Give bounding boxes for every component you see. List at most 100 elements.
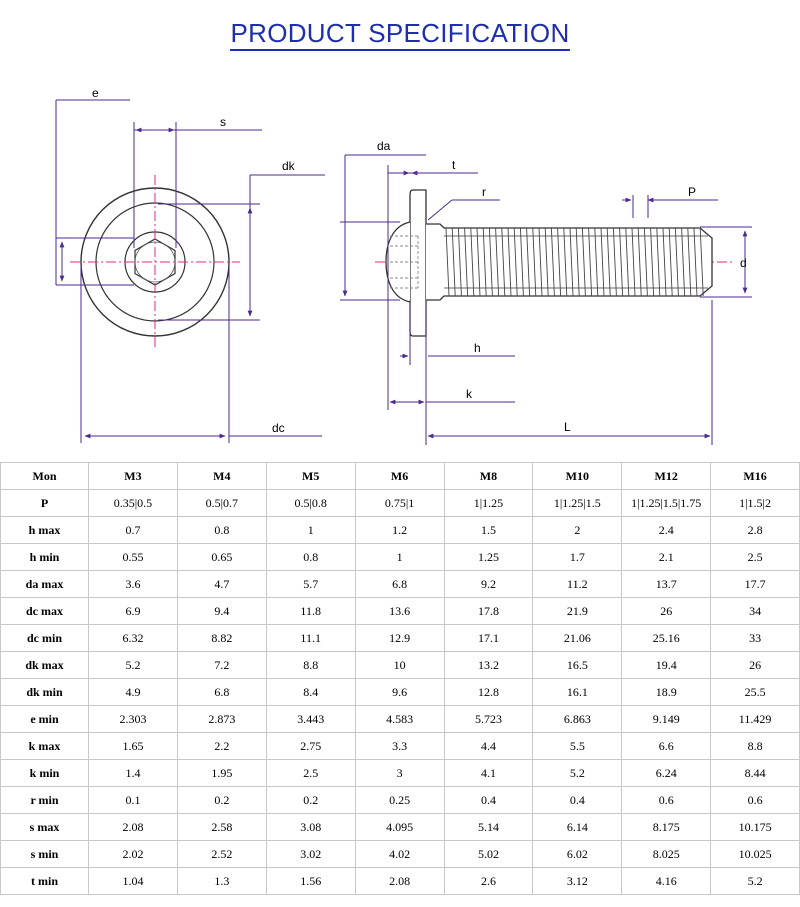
- thread-line: [619, 227, 624, 297]
- table-cell: 1.95: [176, 759, 267, 787]
- table-cell: 2.5: [710, 543, 800, 571]
- table-cell: 16.5: [532, 651, 623, 679]
- thread-line: [674, 227, 679, 297]
- label-h: h: [474, 341, 481, 355]
- table-cell: 1.3: [176, 867, 267, 895]
- table-cell: 13.7: [621, 570, 712, 598]
- thread-line: [600, 227, 605, 297]
- table-cell: 2.08: [354, 867, 445, 895]
- table-cell: 6.9: [88, 597, 178, 625]
- table-cell: 34: [710, 597, 800, 625]
- thread-line: [581, 227, 586, 297]
- thread-line: [588, 227, 593, 297]
- thread-line: [495, 227, 500, 297]
- table-cell: 1: [354, 543, 445, 571]
- thread-line: [513, 227, 518, 297]
- table-cell: 19.4: [621, 651, 712, 679]
- table-cell: 2.8: [710, 516, 800, 544]
- page-title-text: PRODUCT SPECIFICATION: [230, 18, 570, 51]
- table-cell: 4.16: [621, 867, 712, 895]
- table-cell: 0.7: [88, 516, 178, 544]
- table-cell: 33: [710, 624, 800, 652]
- thread-lines: [445, 227, 704, 297]
- row-header: dk max: [0, 651, 89, 679]
- row-header: s min: [0, 840, 89, 868]
- side-view: [375, 189, 735, 337]
- label-r: r: [482, 185, 486, 199]
- table-cell: 8.4: [265, 678, 356, 706]
- table-cell: 1.4: [88, 759, 178, 787]
- thread-line: [693, 227, 698, 297]
- hidden-socket-lines: [390, 235, 419, 289]
- table-cell: 4.7: [176, 570, 267, 598]
- thread-line: [681, 227, 686, 297]
- table-cell: 9.4: [176, 597, 267, 625]
- table-cell: 2.58: [176, 813, 267, 841]
- table-cell: 1|1.25|1.5: [532, 489, 623, 517]
- thread-line: [501, 227, 506, 297]
- table-cell: 8.44: [710, 759, 800, 787]
- thread-line: [606, 227, 611, 297]
- thread-line: [612, 227, 617, 297]
- table-cell: 4.095: [354, 813, 445, 841]
- row-header: h min: [0, 543, 89, 571]
- table-cell: 2.52: [176, 840, 267, 868]
- table-corner-cell: Mon: [0, 462, 89, 490]
- table-cell: 3.02: [265, 840, 356, 868]
- row-header: h max: [0, 516, 89, 544]
- table-cell: 5.2: [88, 651, 178, 679]
- table-cell: 18.9: [621, 678, 712, 706]
- table-cell: 0.2: [265, 786, 356, 814]
- table-cell: 0.65: [176, 543, 267, 571]
- row-header: P: [0, 489, 89, 517]
- thread-line: [470, 227, 475, 297]
- table-cell: 5.7: [265, 570, 356, 598]
- table-cell: 2.1: [621, 543, 712, 571]
- thread-line: [575, 227, 580, 297]
- table-cell: 0.5|0.8: [265, 489, 356, 517]
- table-cell: 1.2: [354, 516, 445, 544]
- table-cell: 17.1: [443, 624, 534, 652]
- thread-line: [625, 227, 630, 297]
- row-header: da max: [0, 570, 89, 598]
- row-header: s max: [0, 813, 89, 841]
- table-cell: 6.24: [621, 759, 712, 787]
- table-cell: 2.5: [265, 759, 356, 787]
- side-view-dimensions: [340, 154, 752, 445]
- table-cell: 1.56: [265, 867, 356, 895]
- thread-line: [526, 227, 531, 297]
- table-cell: 5.14: [443, 813, 534, 841]
- column-header: M16: [710, 462, 800, 490]
- column-header: M6: [354, 462, 445, 490]
- label-dc: dc: [272, 421, 285, 435]
- table-cell: 2.02: [88, 840, 178, 868]
- table-cell: 1.04: [88, 867, 178, 895]
- table-cell: 8.8: [710, 732, 800, 760]
- table-cell: 17.8: [443, 597, 534, 625]
- thread-line: [569, 227, 574, 297]
- top-view: [70, 175, 240, 350]
- table-cell: 0.6: [621, 786, 712, 814]
- label-e: e: [92, 86, 99, 100]
- table-cell: 5.2: [710, 867, 800, 895]
- table-cell: 0.6: [710, 786, 800, 814]
- thread-line: [650, 227, 655, 297]
- table-cell: 4.1: [443, 759, 534, 787]
- row-header: t min: [0, 867, 89, 895]
- table-cell: 0.8: [176, 516, 267, 544]
- table-cell: 2.08: [88, 813, 178, 841]
- table-cell: 1|1.25|1.5|1.75: [621, 489, 712, 517]
- label-s: s: [220, 115, 226, 129]
- table-cell: 5.2: [532, 759, 623, 787]
- page-title: PRODUCT SPECIFICATION: [0, 18, 800, 51]
- column-header: M12: [621, 462, 712, 490]
- table-cell: 6.6: [621, 732, 712, 760]
- table-cell: 6.8: [354, 570, 445, 598]
